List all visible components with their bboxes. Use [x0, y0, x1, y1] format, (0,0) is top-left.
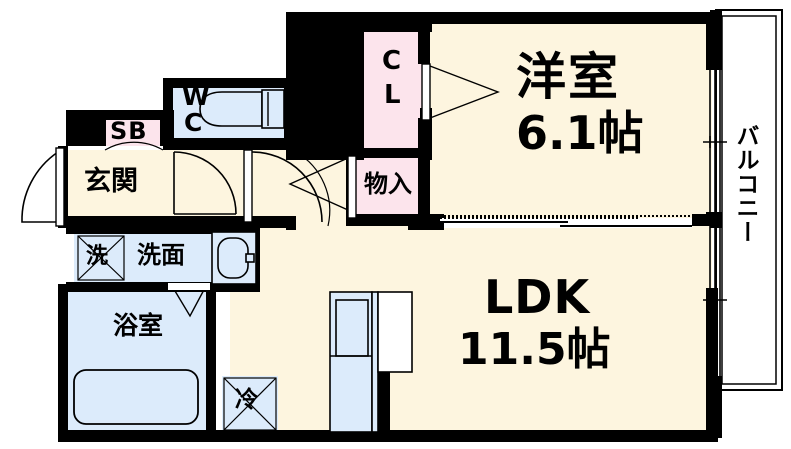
wall-wc-right	[284, 78, 294, 146]
washing-machine-fixture	[77, 235, 125, 281]
wall-sb-right	[160, 118, 174, 146]
floor-left-strip	[0, 245, 66, 300]
label-genkan: 玄関	[84, 166, 138, 197]
wash-basin-fixture	[211, 231, 257, 285]
label-yoshitsu-name: 洋室	[516, 48, 620, 106]
label-refrigerator: 冷	[235, 387, 258, 413]
door-sb	[104, 141, 164, 151]
windows	[444, 70, 727, 380]
structural-walls	[58, 10, 722, 442]
wall-left-outer	[58, 284, 68, 440]
floor-fills	[0, 12, 712, 440]
label-yokushitsu: 浴室	[113, 311, 164, 340]
cl-door-leaf	[421, 63, 431, 121]
cl-door-fold	[429, 65, 500, 119]
wall-wc-top	[163, 78, 294, 88]
wall-bottom-outer	[58, 430, 718, 442]
floor-ldk-lower	[230, 290, 712, 440]
door-hall-ldk	[295, 151, 331, 227]
label-toilet-c: C	[184, 108, 203, 137]
balcony-block-bottom	[710, 376, 722, 438]
label-balcony: バルコニー	[732, 124, 758, 244]
cl-fill	[362, 14, 422, 148]
wall-yoshitsu-left-mid	[420, 108, 432, 160]
label-ldk-area: 11.5帖	[458, 324, 611, 375]
floor-yoshitsu	[420, 12, 712, 222]
wall-yoshitsu-top	[420, 12, 718, 24]
wall-top-void	[286, 12, 362, 160]
label-ldk-name: LDK	[484, 270, 591, 324]
wall-senmen-bottom	[66, 282, 260, 292]
door-genkan	[21, 150, 59, 223]
kitchen-fixture	[329, 291, 413, 433]
door-genkan-leaf	[55, 147, 65, 227]
door-swings[interactable]	[21, 141, 331, 227]
sliding-door-yoshitsu[interactable]	[408, 218, 692, 230]
balcony-block-top	[710, 10, 722, 70]
wall-genkan-top	[66, 118, 106, 146]
label-toilet-w: W	[182, 82, 210, 111]
wall-yokushitsu-right	[206, 290, 216, 432]
refrigerator-fixture	[223, 377, 277, 431]
closet-fills	[103, 14, 422, 220]
balcony-block-mid	[710, 212, 722, 228]
wall-kitchen-partition	[376, 372, 390, 432]
door-wc-leaf-rect	[243, 149, 253, 223]
closet-door-marks[interactable]	[288, 63, 500, 219]
balcony-area	[715, 9, 783, 391]
label-shoe-box: SB	[110, 117, 148, 145]
bathtub-fixture	[73, 369, 199, 425]
wall-senmen-top	[66, 224, 260, 234]
wall-genkan-top-bar	[66, 110, 174, 120]
label-closet-l: L	[384, 80, 401, 110]
label-yoshitsu-area: 6.1帖	[516, 106, 644, 160]
wall-cl-left	[352, 12, 364, 160]
shoe-box-fill	[103, 118, 163, 146]
wall-wc-bottom	[163, 138, 294, 150]
monoire-door-fold	[288, 157, 349, 211]
wall-monoire-right	[418, 154, 430, 224]
door-wc	[251, 151, 323, 223]
label-closet-c: C	[382, 46, 402, 76]
wall-cl-bottom	[352, 148, 430, 158]
bath-door-mark[interactable]	[168, 283, 210, 318]
wall-yoshitsu-left-top	[420, 12, 432, 32]
label-monoire: 物入	[364, 170, 412, 198]
label-washing-machine: 洗	[86, 244, 109, 269]
monoire-fill	[356, 154, 418, 220]
door-hall-left	[173, 151, 237, 215]
toilet-fixture	[199, 89, 285, 129]
monoire-door-leaf	[347, 155, 357, 219]
label-senmen: 洗面	[137, 241, 185, 269]
